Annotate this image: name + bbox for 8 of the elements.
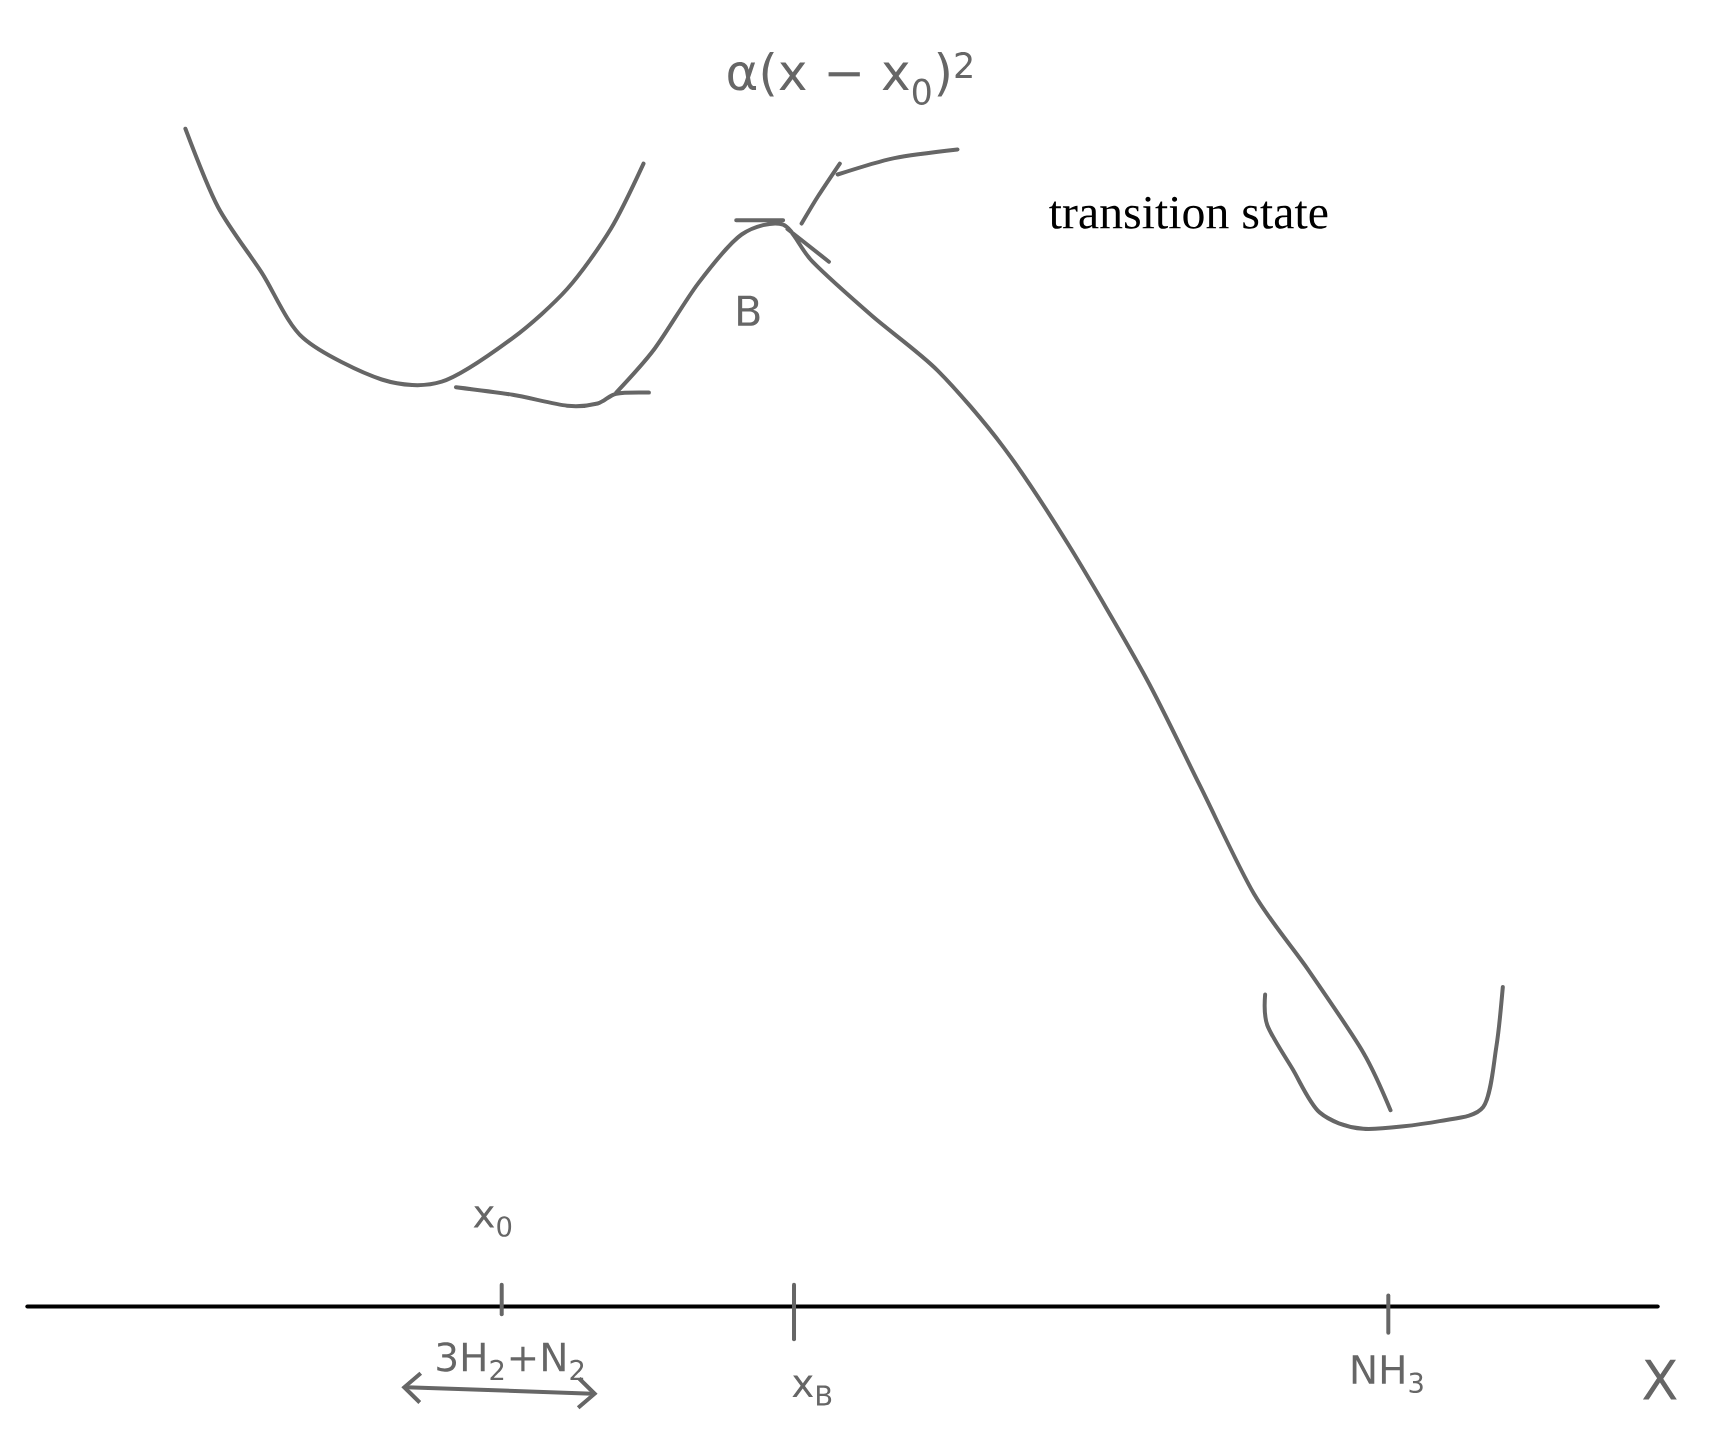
- axis-label: NH$_{3}$: [1352, 1355, 1423, 1394]
- axis-label: transition state: [1049, 196, 1328, 229]
- axis-label: x$_{0}$: [473, 1206, 512, 1237]
- axis-label: X: [1642, 1359, 1677, 1400]
- axis-label: 3H$_{2}$+N$_{2}$: [437, 1342, 584, 1381]
- axis-label: α(x − x$_{0}$)$^{2}$: [728, 52, 972, 105]
- axis-label: x$_{B}$: [792, 1375, 832, 1406]
- axis-label: B: [738, 295, 760, 326]
